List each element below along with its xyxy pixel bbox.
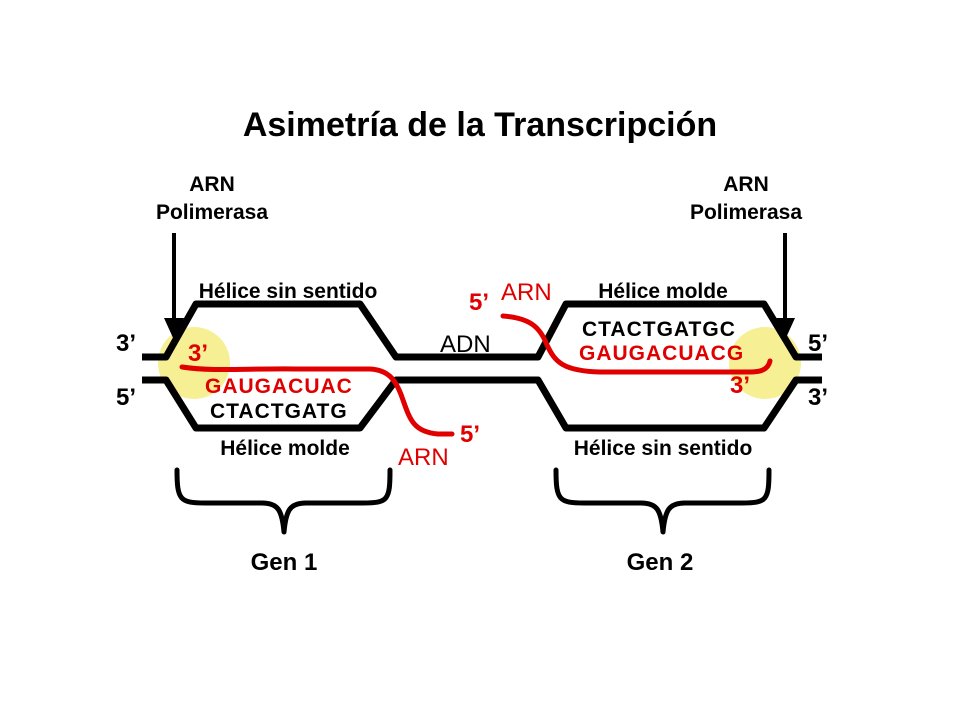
- gene1-top-strand-label: Hélice sin sentido: [199, 280, 378, 303]
- polymerase-right-arrowhead: [775, 318, 795, 340]
- end-label-right-bottom: 3’: [808, 384, 828, 411]
- gene1-rna-sequence: GAUGACUAC: [205, 375, 353, 398]
- gene2-rna-label: ARN: [501, 279, 552, 306]
- dna-top-strand: [142, 300, 822, 361]
- polymerase-right-label-line2: Polimerasa: [690, 201, 802, 224]
- end-label-right-top: 5’: [808, 330, 828, 357]
- gene2-brace: [553, 467, 772, 535]
- polymerase-left-label-line2: Polimerasa: [156, 201, 268, 224]
- dna-label: ADN: [440, 331, 491, 358]
- gene2-top-strand-label: Hélice molde: [598, 280, 728, 303]
- gene1-label: Gen 1: [251, 549, 318, 576]
- polymerase-left-arrowhead: [164, 318, 184, 340]
- gene1-dna-sequence: CTACTGATG: [210, 400, 348, 423]
- dna-bottom-strand: [142, 376, 822, 432]
- gene2-label: Gen 2: [627, 549, 694, 576]
- polymerase-left-label-line1: ARN: [189, 173, 235, 196]
- gene1-brace: [174, 467, 393, 535]
- gene2-rna-sequence: GAUGACUACG: [579, 342, 744, 365]
- end-label-left-bottom: 5’: [116, 384, 136, 411]
- gene2-bottom-strand-label: Hélice sin sentido: [574, 437, 753, 460]
- end-label-left-top: 3’: [116, 330, 136, 357]
- polymerase-right-label-line1: ARN: [723, 173, 769, 196]
- gene1-rna-3prime-label: 3’: [188, 340, 208, 367]
- gene1-rna-transcript: [179, 364, 455, 437]
- gene2-rna-5prime-label: 5’: [469, 289, 489, 316]
- gene1-rna-label: ARN: [398, 444, 449, 471]
- gene2-rna-transcript: [500, 313, 773, 375]
- gene1-bottom-strand-label: Hélice molde: [220, 437, 350, 460]
- gene2-rna-3prime-label: 3’: [730, 372, 750, 399]
- diagram-title: Asimetría de la Transcripción: [243, 106, 717, 144]
- gene2-dna-sequence: CTACTGATGC: [582, 318, 736, 341]
- polymerase-right-highlight: [729, 327, 801, 399]
- gene1-rna-5prime-label: 5’: [460, 421, 480, 448]
